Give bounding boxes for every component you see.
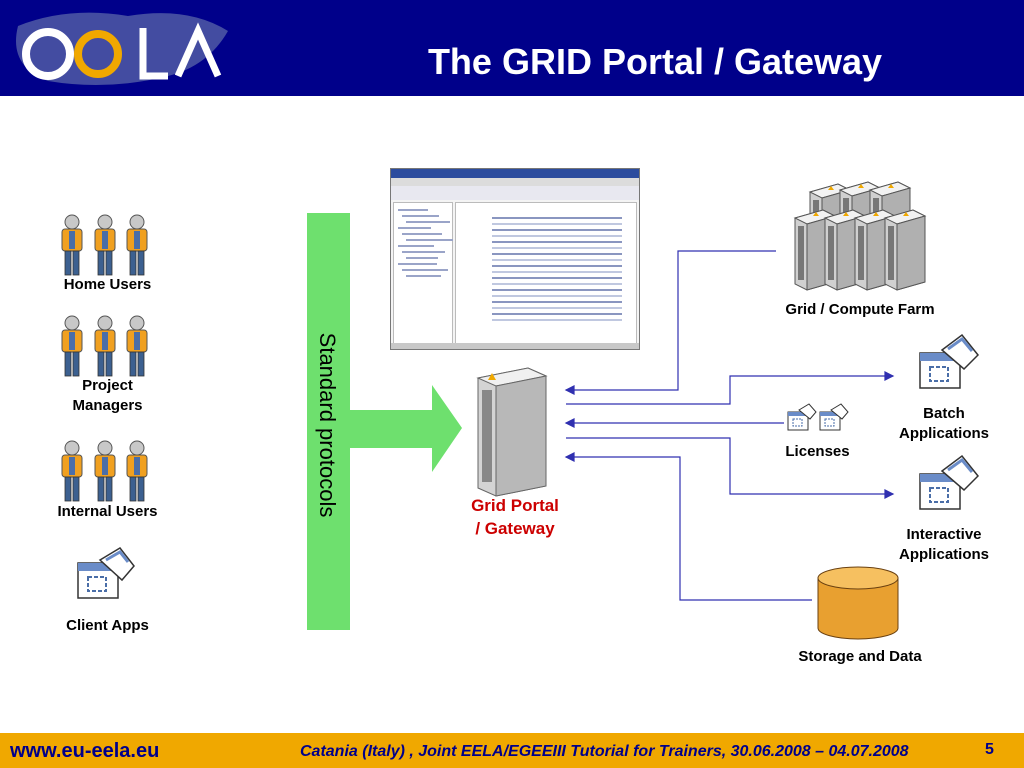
- application-icon-client-apps: [77, 547, 135, 599]
- server-icon-portal: [476, 367, 548, 497]
- header-bar: The GRID Portal / Gateway: [0, 0, 1024, 96]
- label-portal-line1: Grid Portal: [471, 496, 559, 515]
- server-icon-compute-farm: [793, 181, 927, 291]
- label-client-apps: Client Apps: [66, 617, 149, 634]
- footer-url[interactable]: www.eu-eela.eu: [10, 740, 160, 762]
- people-icon-internal-users: [61, 440, 148, 502]
- page-title: The GRID Portal / Gateway: [427, 41, 883, 82]
- label-home-users: Home Users: [63, 276, 152, 293]
- connection-arrows: [564, 250, 895, 601]
- label-standard-protocols: Standard protocols: [315, 332, 340, 518]
- label-project-managers: Project Managers: [72, 377, 143, 414]
- label-compute-farm: Grid / Compute Farm: [785, 301, 935, 318]
- protocol-arrow: [350, 385, 462, 472]
- label-licenses: Licenses: [785, 443, 850, 460]
- footer-bar: www.eu-eela.eu Catania (Italy) , Joint E…: [0, 733, 1024, 768]
- eela-logo: [16, 12, 228, 86]
- label-batch-applications: Batch Applications: [898, 405, 989, 442]
- page-number: 5: [985, 741, 994, 758]
- label-storage-data: Storage and Data: [798, 648, 922, 665]
- footer-event: Catania (Italy) , Joint EELA/EGEEIII Tut…: [300, 743, 909, 760]
- license-icon: [787, 403, 849, 431]
- application-icon-batch: [919, 333, 980, 389]
- storage-icon: [817, 566, 899, 640]
- people-icon-project-managers: [61, 315, 148, 377]
- portal-screenshot-image: [390, 168, 640, 350]
- application-icon-interactive: [919, 454, 980, 510]
- label-internal-users: Internal Users: [57, 503, 158, 520]
- label-portal-line2: / Gateway: [475, 519, 555, 538]
- protocol-band: [307, 213, 350, 630]
- label-interactive-applications: Interactive Applications: [898, 526, 989, 563]
- people-icon-home-users: [61, 214, 148, 276]
